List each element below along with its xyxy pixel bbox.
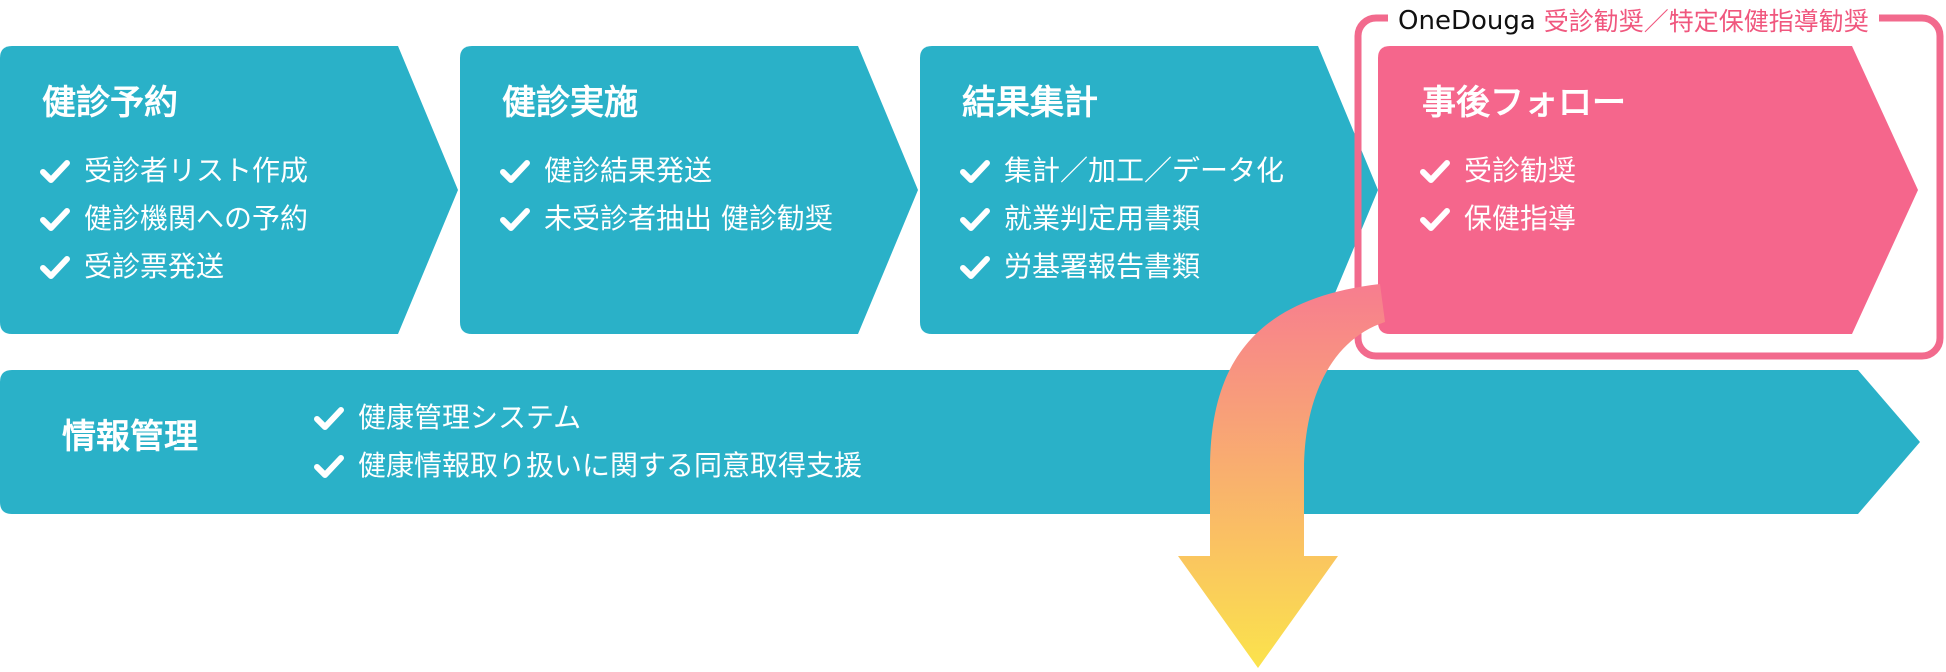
list-item: 受診票発送 — [40, 243, 308, 291]
check-icon — [314, 455, 344, 478]
list-item: 労基署報告書類 — [960, 243, 1284, 291]
list-item-text: 就業判定用書類 — [1004, 202, 1201, 235]
check-icon — [500, 208, 530, 231]
list-item: 健康管理システム — [314, 394, 862, 442]
list-item: 就業判定用書類 — [960, 195, 1284, 243]
stage-aggregation-shape — [920, 46, 1378, 334]
stage-followup-shape — [1378, 46, 1918, 334]
list-item: 未受診者抽出 健診勧奨 — [500, 195, 833, 243]
list-item-text: 受診票発送 — [84, 250, 225, 283]
list-item-text: 健康情報取り扱いに関する同意取得支援 — [358, 449, 863, 482]
check-icon — [960, 208, 990, 231]
list-item: 保健指導 — [1420, 195, 1576, 243]
info-management-band — [0, 370, 1920, 514]
stage-items-implementation: 健診結果発送 未受診者抽出 健診勧奨 — [500, 147, 833, 243]
info-management-title: 情報管理 — [62, 417, 198, 457]
check-icon — [1420, 160, 1450, 183]
brand-name: OneDouga — [1398, 6, 1536, 36]
check-icon — [314, 407, 344, 430]
list-item: 受診者リスト作成 — [40, 147, 308, 195]
info-management-items: 健康管理システム 健康情報取り扱いに関する同意取得支援 — [314, 394, 862, 490]
down-arrow-icon — [1178, 284, 1385, 668]
check-icon — [960, 256, 990, 279]
check-icon — [1420, 208, 1450, 231]
stage-items-reservation: 受診者リスト作成 健診機関への予約 受診票発送 — [40, 147, 308, 291]
check-icon — [40, 208, 70, 231]
stage-reservation-shape — [0, 46, 458, 334]
list-item-text: 労基署報告書類 — [1004, 250, 1201, 283]
service-name: 受診勧奨／特定保健指導勧奨 — [1543, 6, 1869, 36]
stage-title-reservation: 健診予約 — [42, 83, 178, 123]
list-item: 集計／加工／データ化 — [960, 147, 1284, 195]
list-item: 健診結果発送 — [500, 147, 833, 195]
stage-title-followup: 事後フォロー — [1422, 83, 1626, 123]
list-item-text: 集計／加工／データ化 — [1004, 154, 1285, 187]
check-icon — [960, 160, 990, 183]
list-item: 健診機関への予約 — [40, 195, 308, 243]
list-item-text: 保健指導 — [1464, 202, 1577, 235]
list-item-text: 健診機関への予約 — [84, 202, 309, 235]
list-item: 健康情報取り扱いに関する同意取得支援 — [314, 442, 862, 490]
check-icon — [500, 160, 530, 183]
check-icon — [40, 160, 70, 183]
check-icon — [40, 256, 70, 279]
list-item: 受診勧奨 — [1420, 147, 1576, 195]
list-item-text: 受診者リスト作成 — [84, 154, 309, 187]
list-item-text: 未受診者抽出 健診勧奨 — [544, 202, 833, 235]
list-item-text: 受診勧奨 — [1464, 154, 1577, 187]
list-item-text: 健康管理システム — [358, 401, 582, 434]
list-item-text: 健診結果発送 — [544, 154, 713, 187]
stage-implementation-shape — [460, 46, 918, 334]
stage-items-followup: 受診勧奨 保健指導 — [1420, 147, 1576, 243]
stage-items-aggregation: 集計／加工／データ化 就業判定用書類 労基署報告書類 — [960, 147, 1284, 291]
service-badge: OneDouga 受診勧奨／特定保健指導勧奨 — [1388, 2, 1879, 40]
stage-title-aggregation: 結果集計 — [962, 83, 1098, 123]
stage-title-implementation: 健診実施 — [502, 83, 638, 123]
